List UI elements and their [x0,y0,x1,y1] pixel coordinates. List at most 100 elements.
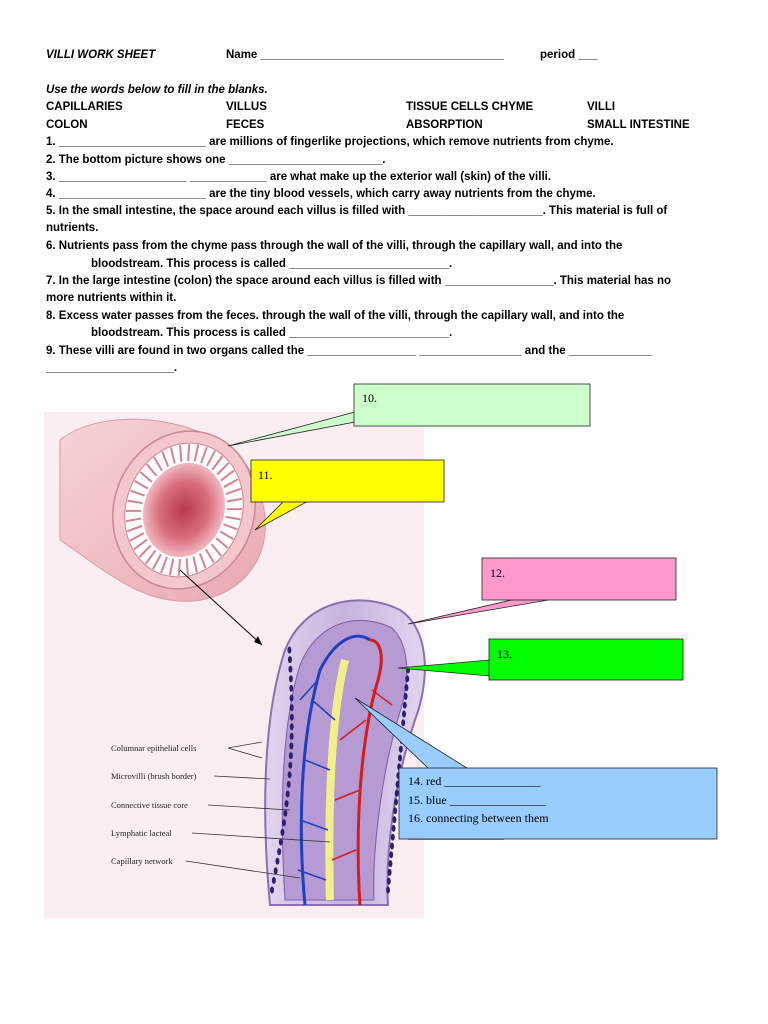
villus-fold [192,556,198,573]
word-bank-item: FECES [226,119,265,131]
nucleus [393,807,398,815]
nucleus [389,851,394,859]
villus-fold [133,538,148,551]
word-bank-item: VILLI [587,101,616,113]
question-9-cont: ____________________. [46,362,178,374]
nucleus [405,675,410,683]
villus-fold [205,548,215,564]
word-bank-item: CAPILLARIES [46,101,123,113]
lymphatic-lacteal [325,659,349,901]
villus-fold [177,559,181,576]
nucleus [288,665,293,673]
villus-fold [225,487,242,495]
nucleus [275,857,280,865]
question-6: 6. Nutrients pass from the chyme pass th… [46,240,623,252]
nucleus [390,833,395,841]
villus-fold [130,489,145,497]
question-9: 9. These villi are found in two organs c… [46,345,653,357]
question-8-cont: bloodstream. This process is called ____… [91,327,453,339]
nucleus [289,713,294,721]
nucleus [402,710,406,718]
nucleus [287,656,292,664]
nucleus [403,692,408,700]
nucleus [398,754,402,762]
nucleus [391,824,396,832]
question-2: 2. The bottom picture shows one ________… [46,154,386,166]
callout-15-blue: 15. blue ________________ [408,793,546,807]
nucleus [398,745,403,753]
label-leader-connective [207,804,291,811]
villi-folds [125,444,243,576]
nucleus [288,675,293,683]
figure-label-connective: Connective tissue core [111,800,188,810]
nucleus [273,867,278,875]
nucleus [284,800,289,808]
question-8: 8. Excess water passes from the feces. t… [46,310,625,322]
nucleus [278,838,283,846]
epithelial-nuclei [270,646,410,894]
red-capillaries [331,689,393,861]
nucleus [289,732,294,740]
period-field-label[interactable]: period ___ [540,49,598,61]
nucleus [289,704,294,712]
callout-11-box[interactable] [250,459,445,503]
name-field-label[interactable]: Name ___________________________________… [226,49,504,61]
villus-fold [200,446,208,464]
villus-fold [206,450,216,467]
nucleus [390,842,394,850]
villus-fold [198,553,207,569]
nucleus [287,646,292,654]
callout-10-box[interactable] [353,383,591,427]
villus-fold [187,444,191,461]
worksheet-title: VILLI WORK SHEET [46,49,156,61]
nucleus [394,789,399,797]
nucleus [281,819,286,827]
nucleus [280,828,285,836]
nucleus [388,860,393,868]
nucleus [288,761,293,769]
villus-fold [129,532,145,542]
callout-12-box[interactable] [481,557,677,601]
callout-14-box[interactable] [398,767,718,840]
villus-fold [153,456,163,472]
word-bank-item: VILLUS [226,101,267,113]
nucleus [286,780,291,788]
word-bank-item: TISSUE CELLS CHYME [406,101,534,113]
figure-label-lacteal: Lymphatic lacteal [111,828,172,838]
nucleus [285,790,290,798]
label-leader-lacteal [191,832,331,843]
villus-fold [152,553,162,570]
villus-fold [179,444,183,462]
word-bank-item: ABSORPTION [406,119,483,131]
nucleus [289,694,294,702]
nucleus [289,684,294,692]
villus-fold [139,471,153,483]
villus-fold [160,556,168,574]
nucleus [289,723,294,731]
nucleus [386,886,390,894]
villus-fold [220,469,235,482]
question-3: 3. ____________________ ____________ are… [46,171,552,183]
nucleus [270,886,274,894]
callout-13-box[interactable] [488,638,684,681]
nucleus [386,877,391,885]
nucleus [404,684,409,692]
question-7: 7. In the large intestine (colon) the sp… [46,275,672,287]
villus-fold [211,455,224,471]
callout-11-label: 11. [258,468,273,482]
callout-10-label: 10. [362,391,377,405]
blue-vessel [299,634,371,906]
villus-fold [127,499,143,505]
callout-12-pointer [407,597,561,625]
callout-13-label: 13. [497,647,512,661]
label-leader-microvilli [213,775,271,780]
villus-fold [210,543,223,557]
villus-fold [168,558,175,576]
villus-fold [219,530,234,540]
nucleus [387,868,392,876]
callout-16-connecting: 16. connecting between them [408,811,549,825]
villus-fold [161,451,170,467]
villus-fold [134,480,149,490]
villus-fold [216,462,230,476]
figure-label-capillary: Capillary network [111,856,173,866]
